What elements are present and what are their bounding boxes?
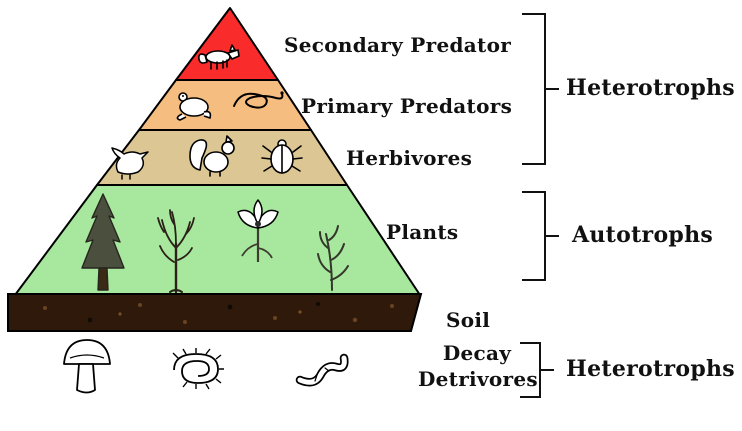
- soil-block: [7, 293, 423, 332]
- bracket-heterotrophs-top: [522, 13, 559, 165]
- label-heterotrophs-bottom: Heterotrophs: [566, 356, 735, 382]
- level-secondary-predator: [175, 7, 279, 81]
- level-plants: [14, 184, 421, 296]
- bird-icon: [111, 147, 149, 180]
- soil-texture: [43, 302, 394, 324]
- label-heterotrophs-top: Heterotrophs: [566, 75, 735, 101]
- bracket-tick: [539, 368, 554, 371]
- conifer-tree-icon: [81, 193, 125, 291]
- bare-tree-icon: [157, 209, 195, 294]
- flower-icon: [237, 199, 279, 262]
- weed-icon: [317, 225, 349, 291]
- label-plants: Plants: [386, 220, 459, 244]
- bracket-heterotrophs-bottom: [520, 342, 554, 398]
- label-decay-line1: Decay: [442, 341, 512, 365]
- worm-icon: [295, 353, 349, 387]
- label-herbivores: Herbivores: [346, 146, 473, 170]
- millipede-icon: [172, 348, 224, 390]
- label-autotrophs: Autotrophs: [572, 222, 714, 248]
- label-soil: Soil: [446, 308, 491, 332]
- mushroom-icon: [63, 339, 111, 394]
- bracket-tick: [544, 87, 559, 90]
- bracket-autotrophs: [522, 191, 559, 281]
- bracket-tick: [544, 234, 559, 237]
- beetle-icon: [261, 139, 303, 174]
- level-primary-predators: [138, 79, 312, 131]
- label-secondary-predator: Secondary Predator: [284, 33, 512, 57]
- label-decay-line2: Detrivores: [418, 367, 538, 392]
- label-decay-detrivores: Decay Detrivores: [418, 340, 538, 393]
- fox-icon: [198, 44, 240, 70]
- frog-icon: [176, 92, 212, 121]
- label-primary-predators: Primary Predators: [301, 94, 513, 118]
- squirrel-icon: [189, 135, 235, 177]
- snake-icon: [233, 91, 284, 109]
